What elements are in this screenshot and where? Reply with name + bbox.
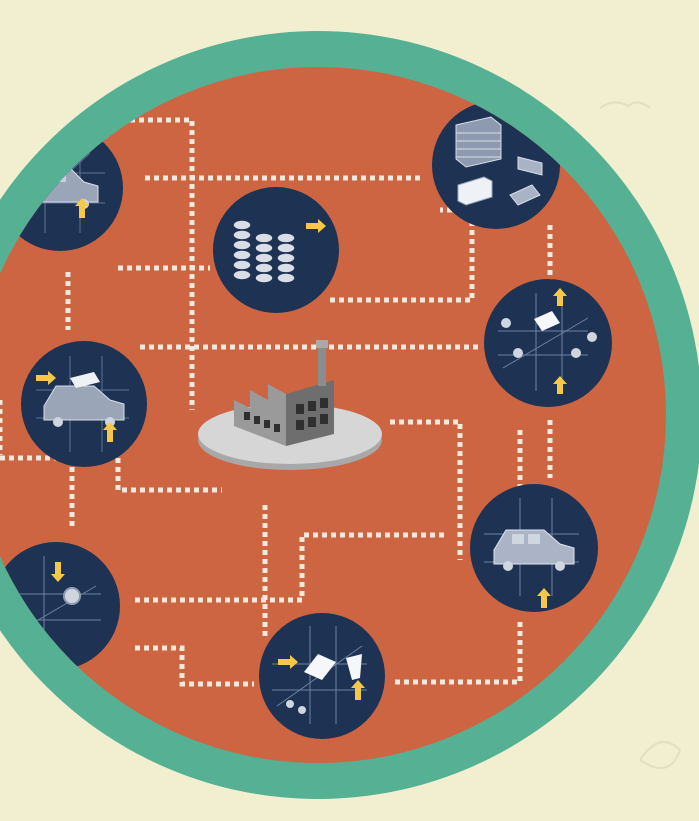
right-arrow-icon xyxy=(278,655,298,669)
node-door-panels xyxy=(259,613,385,739)
steel-coil-icon xyxy=(455,116,543,206)
right-arrow-icon xyxy=(36,371,56,385)
node-tire-stacks xyxy=(213,187,339,313)
background-decoration xyxy=(599,101,682,769)
door-panel-icon xyxy=(286,654,362,714)
up-arrow-icon xyxy=(553,288,567,394)
axle-assembly-icon xyxy=(501,311,597,358)
right-arrow-icon xyxy=(306,219,326,233)
center-factory xyxy=(198,340,382,470)
up-arrow-icon xyxy=(351,680,365,700)
up-arrow-icon xyxy=(103,422,117,442)
car-body-icon xyxy=(493,529,575,571)
node-car-body-right xyxy=(470,484,598,612)
node-car-body-left xyxy=(21,341,147,467)
connection-lines xyxy=(0,117,553,687)
car-body-icon xyxy=(43,372,125,427)
tire-stack-icon xyxy=(232,219,296,284)
up-arrow-icon xyxy=(537,588,551,608)
up-arrow-icon xyxy=(75,198,89,218)
factory-icon xyxy=(234,340,334,446)
node-axle-assembly xyxy=(484,279,612,407)
